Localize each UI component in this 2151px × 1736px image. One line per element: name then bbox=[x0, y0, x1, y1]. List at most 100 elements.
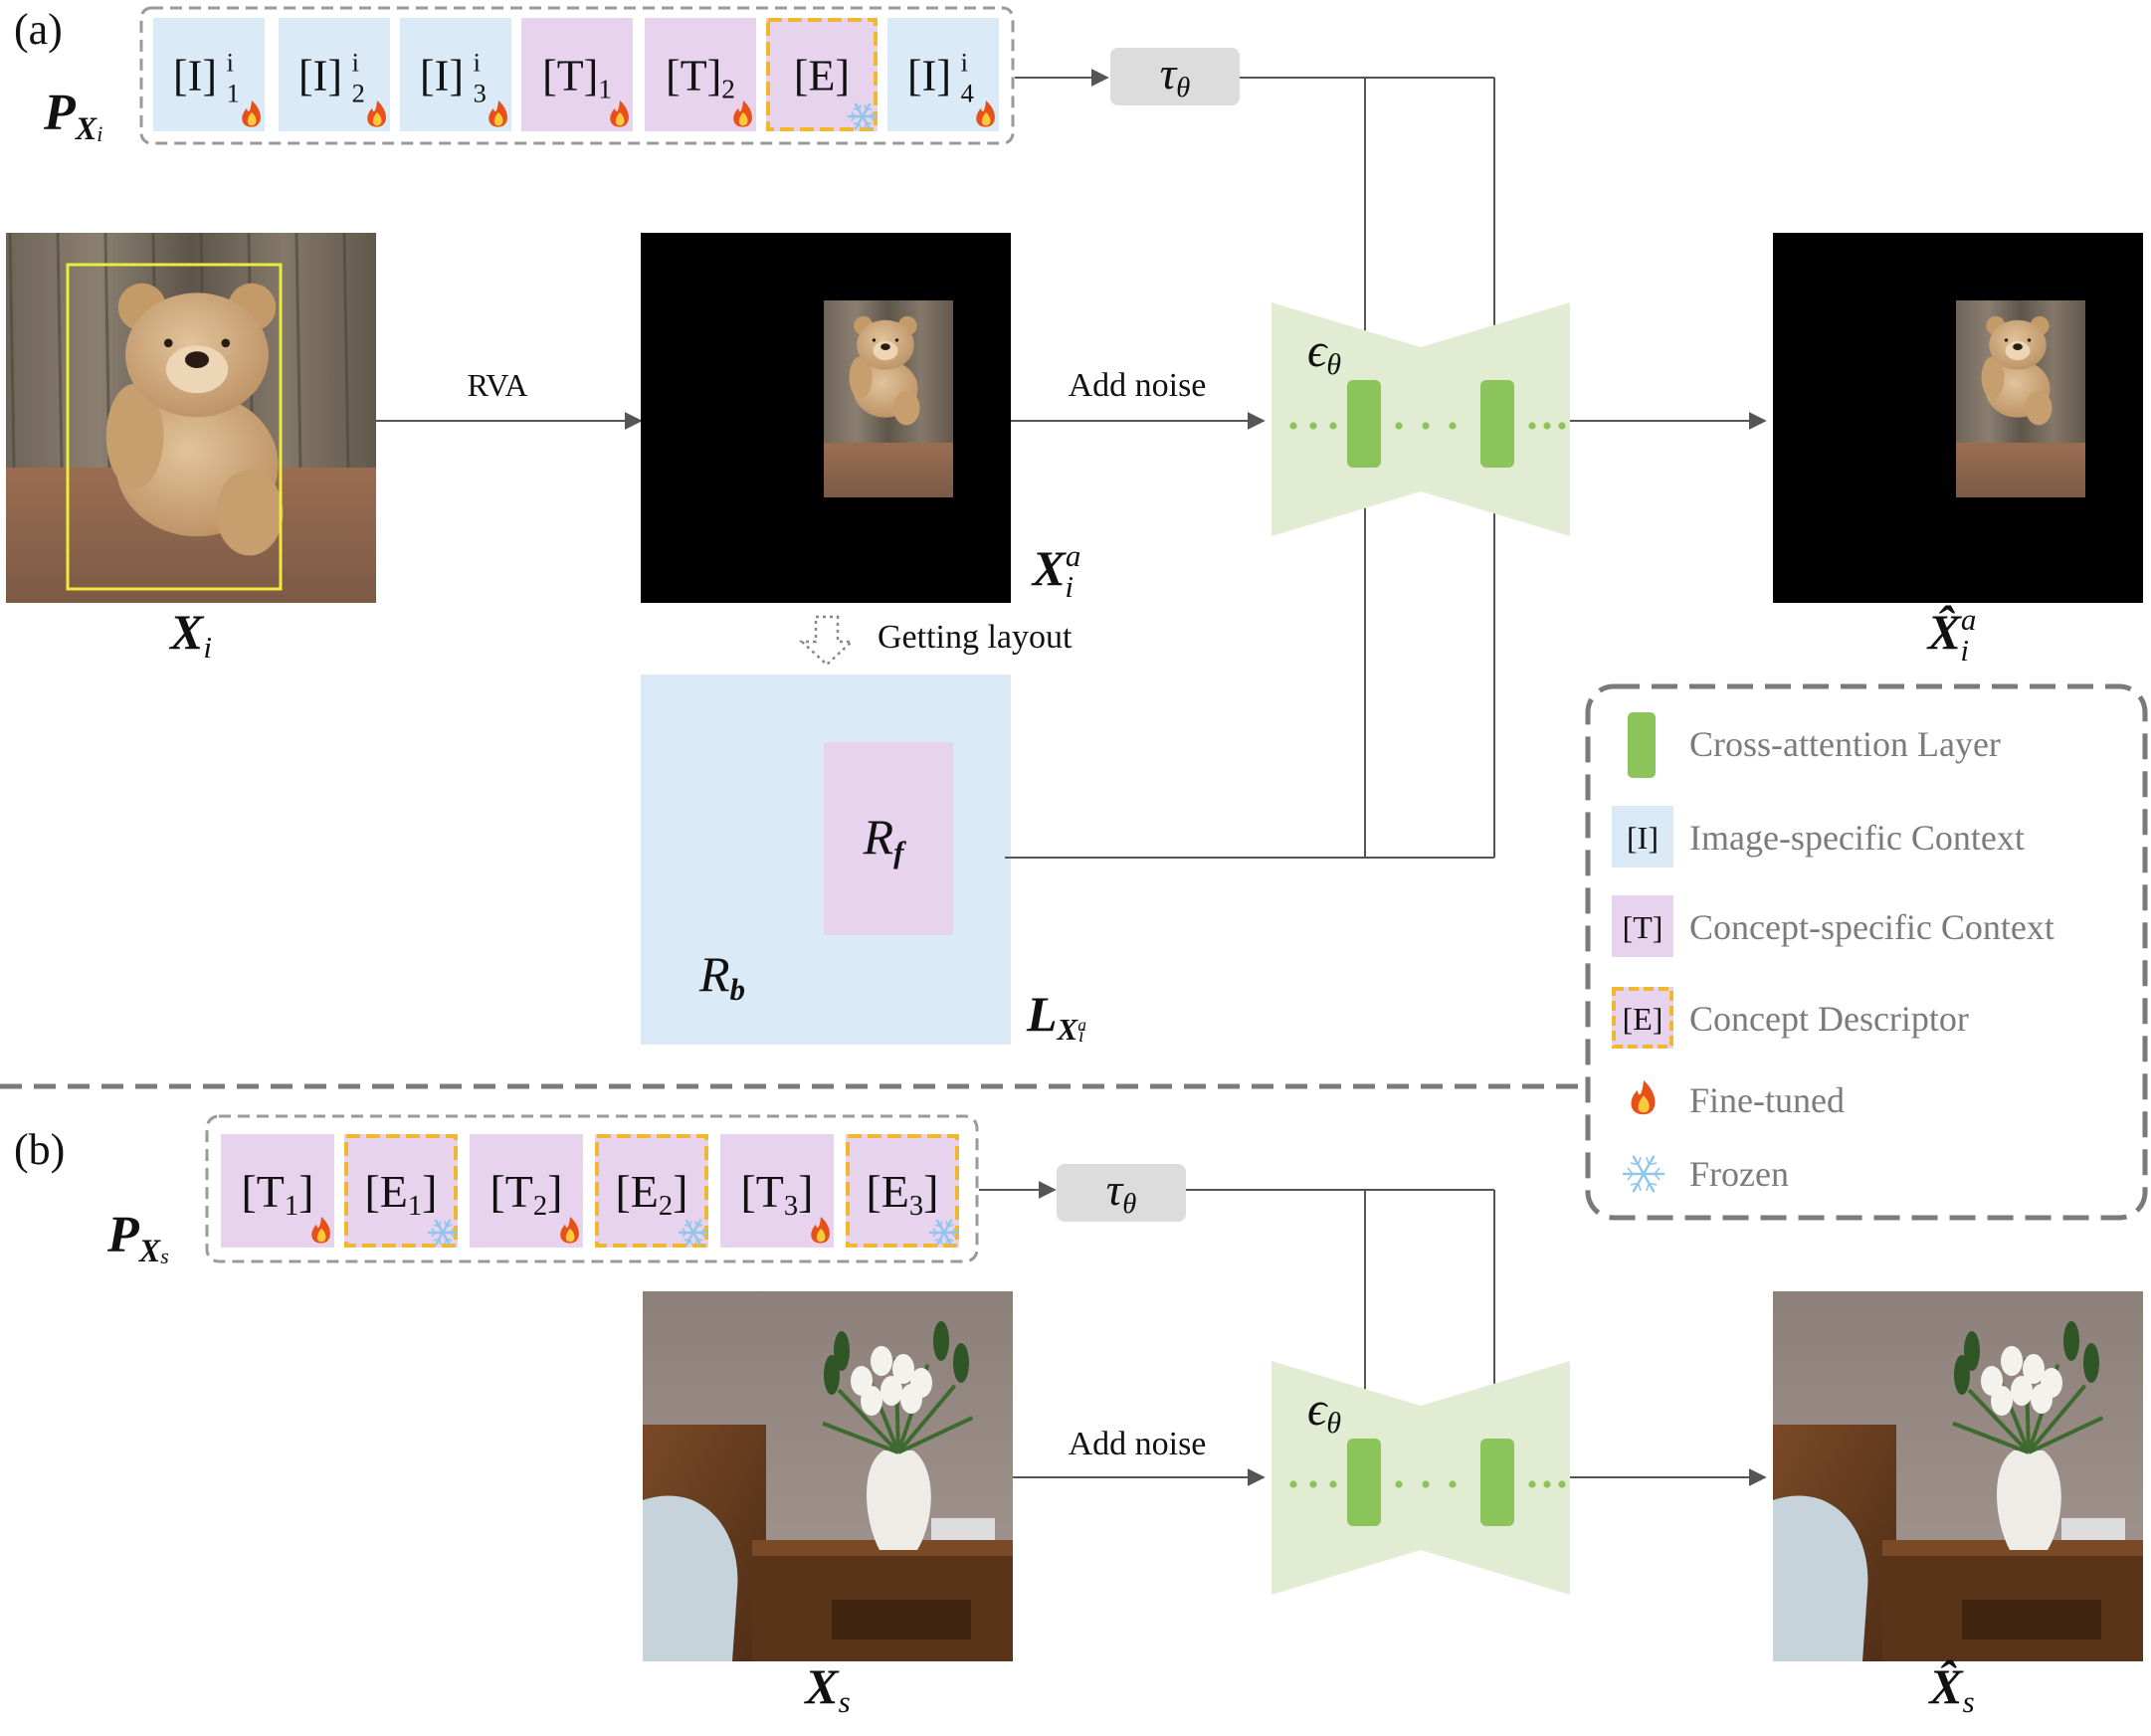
cross-attention-layer bbox=[1347, 380, 1381, 468]
tulip-flower bbox=[2011, 1376, 2033, 1406]
unet-dot bbox=[1528, 422, 1536, 430]
bear-muzzle bbox=[2005, 340, 2031, 361]
fire-icon bbox=[560, 1217, 579, 1244]
token-label: [I] bbox=[298, 51, 342, 99]
legend-item: Frozen bbox=[1622, 1154, 1789, 1194]
wood-plank-seam bbox=[8, 232, 16, 469]
snowflake-branch bbox=[433, 1224, 440, 1228]
unet-label-b: ϵθ bbox=[1307, 1383, 1341, 1440]
fire-inner bbox=[981, 111, 991, 126]
snowflake-branch bbox=[684, 1238, 690, 1242]
flower-stem bbox=[897, 1416, 974, 1454]
flower-stem bbox=[2027, 1384, 2087, 1454]
snowflake-branch bbox=[696, 1238, 703, 1242]
snowflake-branch bbox=[450, 1228, 455, 1234]
text-encoder-label-b: τθ bbox=[1106, 1164, 1136, 1220]
snowflake-branch bbox=[433, 1238, 440, 1242]
layout-label: LXai bbox=[1026, 986, 1086, 1047]
unet-dot bbox=[1395, 422, 1403, 430]
snowflake-branch bbox=[858, 122, 862, 129]
descriptor-border bbox=[595, 1134, 708, 1248]
token-label: [E3] bbox=[866, 1166, 938, 1222]
bear-arm bbox=[1981, 356, 2005, 399]
concept-token-icon bbox=[1612, 895, 1673, 957]
unet-encoder-half bbox=[1271, 302, 1421, 536]
text-encoder-label-a: τθ bbox=[1160, 48, 1190, 103]
input-label-xs: Xs bbox=[803, 1658, 850, 1719]
legend-item: [E]Concept Descriptor bbox=[1612, 987, 1969, 1049]
snowflake-branch bbox=[934, 1224, 941, 1228]
snowflake-branch bbox=[945, 1239, 949, 1246]
unet-dot bbox=[1309, 422, 1317, 430]
region-f-label: Rf bbox=[863, 809, 907, 869]
token-label: [E1] bbox=[364, 1166, 437, 1222]
tulip-flower bbox=[2001, 1346, 2023, 1376]
fire-icon bbox=[733, 100, 752, 127]
fire-inner bbox=[615, 111, 625, 126]
prompt-token: [T2] bbox=[470, 1134, 583, 1248]
fire-inner bbox=[816, 1228, 826, 1243]
foreground-region bbox=[824, 742, 953, 935]
flower-stem bbox=[822, 1421, 899, 1454]
dotted-arrow-shape bbox=[798, 615, 856, 667]
snowflake-branch bbox=[939, 1220, 943, 1227]
tulip-flower bbox=[2023, 1354, 2045, 1384]
bear-nose bbox=[185, 351, 209, 368]
output-image-a bbox=[1773, 233, 2143, 603]
snowflake-branch bbox=[932, 1228, 937, 1234]
fire-icon bbox=[811, 1217, 830, 1244]
prompt-token: [I]i3 bbox=[400, 18, 511, 131]
output-label-b: X̂s bbox=[1927, 1658, 1974, 1719]
snowflake-arm bbox=[935, 1219, 953, 1247]
snowflake-arm bbox=[1632, 1155, 1656, 1193]
token-subscript: 3 bbox=[474, 78, 487, 107]
tulip-flower bbox=[2031, 1384, 2053, 1414]
legend-glyph: [I] bbox=[1627, 820, 1659, 856]
token-label: [T]1 bbox=[542, 51, 612, 103]
token-label: [T2] bbox=[489, 1166, 562, 1222]
bear-eye bbox=[872, 338, 877, 342]
prompt-token: [T]2 bbox=[645, 18, 756, 131]
leaf bbox=[824, 1355, 840, 1395]
region-b-label: Rb bbox=[698, 946, 745, 1007]
snowflake-branch bbox=[450, 1232, 455, 1238]
unet-dot bbox=[1395, 1480, 1403, 1488]
legend-item: Cross-attention Layer bbox=[1628, 712, 2001, 778]
text-encoder-a bbox=[1110, 48, 1240, 105]
snowflake-branch bbox=[438, 1239, 442, 1246]
snowflake-branch bbox=[939, 1239, 943, 1246]
token-label: [I] bbox=[907, 51, 951, 99]
snowflake-branch bbox=[864, 103, 868, 110]
fire-icon bbox=[367, 100, 386, 127]
bear-eye bbox=[2004, 338, 2009, 342]
token-label: [I] bbox=[420, 51, 464, 99]
prompt-label-a: PXi bbox=[43, 85, 102, 146]
book bbox=[931, 1518, 995, 1540]
legend: Cross-attention Layer[I]Image-specific C… bbox=[1585, 683, 2148, 1221]
book bbox=[2061, 1518, 2125, 1540]
bounding-box bbox=[66, 263, 283, 591]
token-superscript: i bbox=[227, 47, 234, 77]
snowflake-branch bbox=[932, 1232, 937, 1238]
unet-dot bbox=[1329, 422, 1337, 430]
bear-muzzle bbox=[165, 345, 229, 394]
panel-b-label: (b) bbox=[14, 1125, 65, 1174]
snowflake-branch bbox=[1637, 1156, 1642, 1165]
snowflake-branch bbox=[853, 121, 860, 125]
image-token-icon bbox=[1612, 806, 1673, 868]
wood-plank-seam bbox=[294, 232, 302, 469]
leaf bbox=[2063, 1321, 2079, 1361]
fire-icon bbox=[610, 100, 629, 127]
token-superscript: i bbox=[352, 47, 359, 77]
rva-label: RVA bbox=[468, 367, 528, 403]
snowflake-branch bbox=[684, 1224, 690, 1228]
bear-nose bbox=[2013, 343, 2023, 351]
snowflake-icon bbox=[1622, 1155, 1665, 1193]
unet-dot bbox=[1422, 422, 1430, 430]
snowflake-branch bbox=[1637, 1183, 1642, 1192]
panel-a-label: (a) bbox=[14, 5, 63, 54]
snowflake-branch bbox=[688, 1220, 692, 1227]
augmented-image bbox=[641, 233, 1011, 603]
